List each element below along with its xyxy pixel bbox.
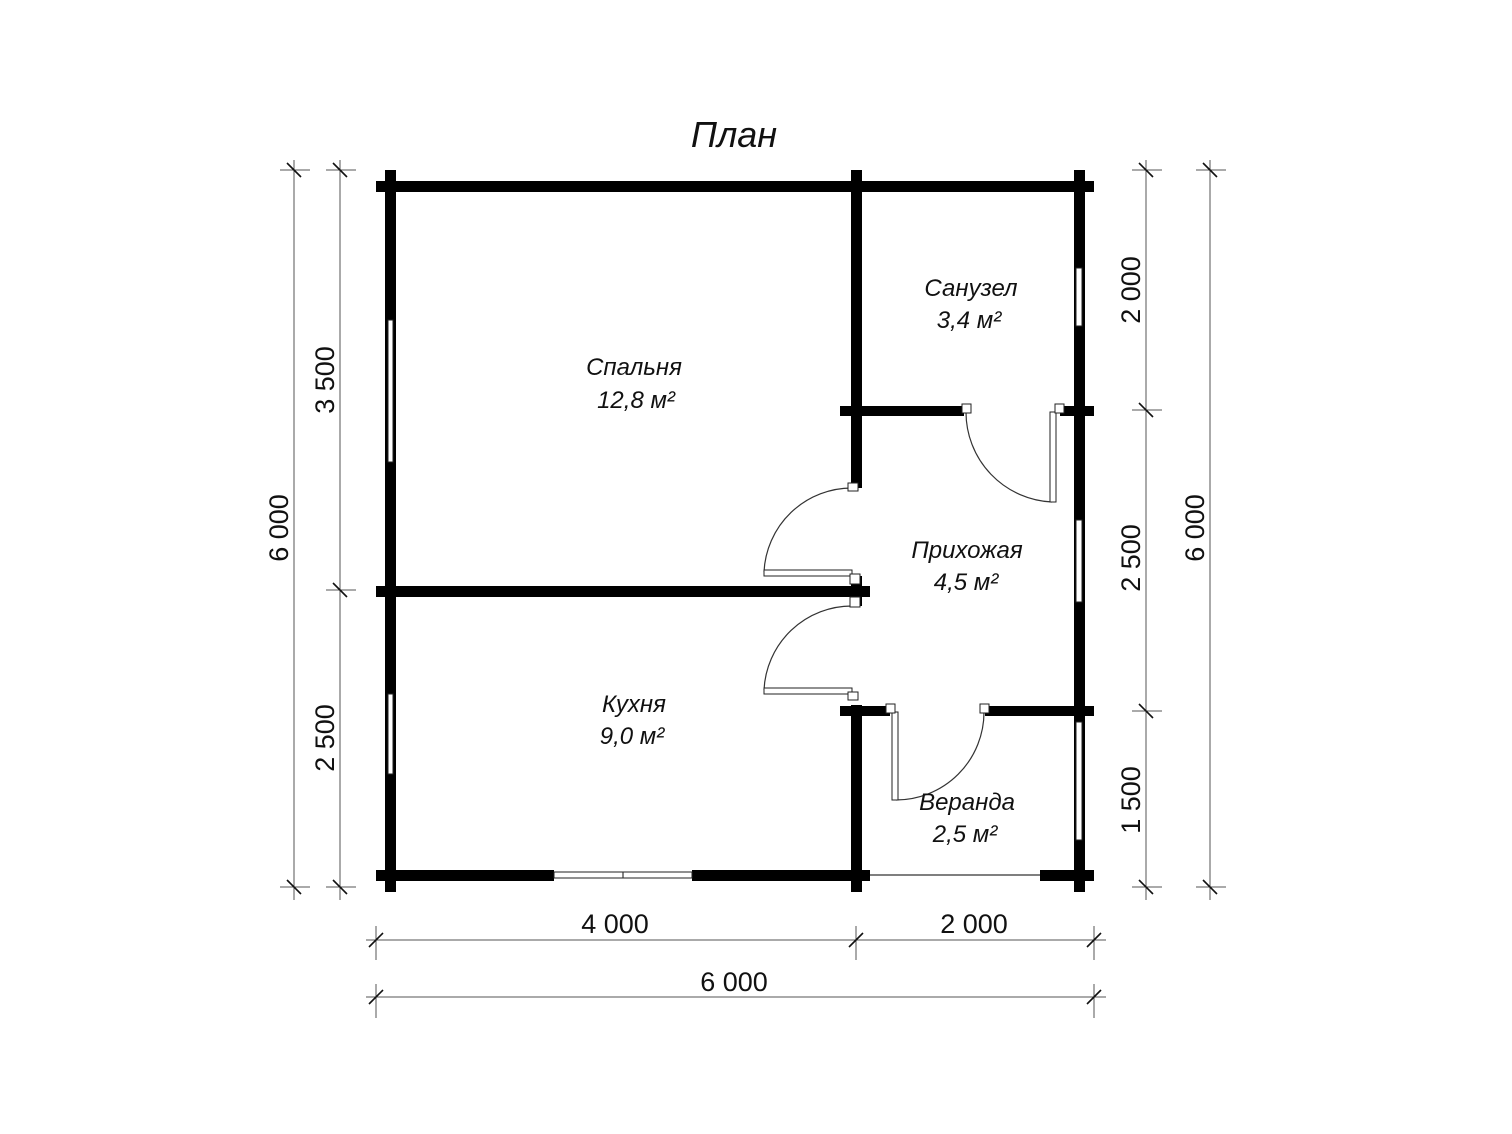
door-bedroom-stop [847, 482, 859, 492]
room-kitchen-name: Кухня [602, 691, 666, 718]
dimension-lines: 4 000 2 000 6 000 3 500 2 500 6 000 [264, 160, 1226, 1018]
door-kitchen-swing [763, 605, 853, 691]
tick-b3 [1086, 932, 1102, 948]
room-hallway-name: Прихожая [911, 537, 1022, 564]
dim-right-total: 6 000 [1180, 494, 1210, 562]
door-bathroom-stop-2 [1054, 403, 1065, 414]
tick-b5 [1086, 989, 1102, 1005]
room-kitchen-area: 9,0 м² [600, 723, 665, 750]
door-veranda-stop-2 [979, 703, 990, 714]
door-veranda-leaf [891, 711, 899, 801]
door-bedroom-swing [763, 487, 853, 573]
tick-r3 [1138, 703, 1154, 719]
dim-left-bottom: 2 500 [310, 704, 340, 772]
doors [763, 403, 1065, 801]
dim-right-top: 2 000 [1116, 256, 1146, 324]
wall-left [385, 170, 396, 892]
tick-l5 [286, 879, 302, 895]
plan-title: План [691, 114, 777, 155]
room-hallway-area: 4,5 м² [934, 569, 999, 596]
door-hall-stop [849, 573, 861, 585]
tick-b2 [848, 932, 864, 948]
door-bathroom-swing [965, 411, 1053, 503]
tick-l2 [332, 582, 348, 598]
room-bathroom-area: 3,4 м² [937, 307, 1002, 334]
door-hall-stop-2 [849, 596, 861, 608]
tick-l1 [332, 162, 348, 178]
room-bedroom-name: Спальня [586, 354, 682, 381]
window-kitchen-left [387, 693, 394, 775]
tick-r6 [1202, 879, 1218, 895]
room-veranda-area: 2,5 м² [932, 821, 998, 848]
wall-hall-veranda-right [985, 706, 1094, 716]
dim-left-top: 3 500 [310, 346, 340, 414]
wall-top [376, 181, 1094, 192]
dim-right-bottom: 1 500 [1116, 766, 1146, 834]
wall-bottom-right [1040, 870, 1094, 881]
windows [387, 267, 1083, 879]
wall-bedroom-kitchen [376, 586, 870, 597]
room-labels: Спальня 12,8 м² Санузел 3,4 м² Прихожая … [586, 275, 1023, 848]
wall-bath-hall-left [840, 406, 964, 416]
door-veranda-stop [885, 703, 896, 714]
tick-r4 [1138, 879, 1154, 895]
door-bathroom-leaf [1049, 411, 1057, 503]
window-bedroom [387, 319, 394, 463]
room-bedroom-area: 12,8 м² [597, 387, 676, 414]
wall-hall-veranda-left [840, 706, 890, 716]
door-veranda-swing [895, 711, 985, 801]
tick-l4 [286, 162, 302, 178]
wall-interior-vertical-bottom [851, 705, 862, 892]
room-veranda-name: Веранда [919, 789, 1015, 816]
window-bathroom [1075, 267, 1083, 327]
tick-b4 [368, 989, 384, 1005]
tick-r2 [1138, 402, 1154, 418]
window-hallway [1075, 519, 1083, 603]
tick-l3 [332, 879, 348, 895]
door-kitchen-leaf [763, 687, 853, 695]
door-bedroom-leaf [763, 569, 853, 577]
dim-bottom-left: 4 000 [581, 909, 649, 939]
wall-bottom-mid [692, 870, 870, 881]
wall-bottom-left [376, 870, 554, 881]
dim-bottom-right: 2 000 [940, 909, 1008, 939]
tick-r1 [1138, 162, 1154, 178]
tick-r5 [1202, 162, 1218, 178]
dim-bottom-total: 6 000 [700, 967, 768, 997]
wall-bath-hall-right [1060, 406, 1094, 416]
room-bathroom-name: Санузел [924, 275, 1018, 302]
dim-left-total: 6 000 [264, 494, 294, 562]
dim-right-middle: 2 500 [1116, 524, 1146, 592]
window-veranda [1075, 721, 1083, 841]
door-bathroom-stop [961, 403, 972, 414]
wall-interior-vertical-top [851, 170, 862, 488]
tick-b1 [368, 932, 384, 948]
door-kitchen-stop [847, 691, 859, 701]
